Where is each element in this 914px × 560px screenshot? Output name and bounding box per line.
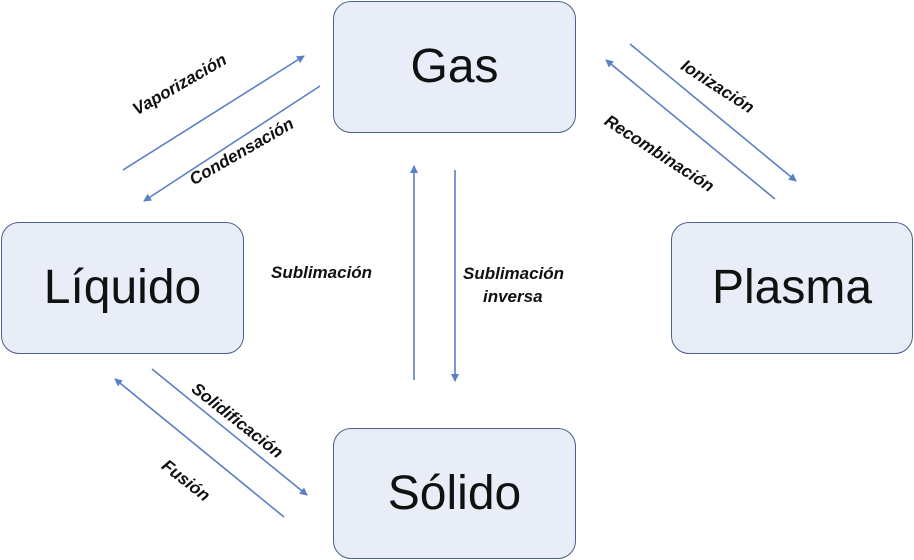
arrow-fusion bbox=[114, 378, 285, 518]
state-box-solido: Sólido bbox=[333, 428, 576, 559]
arrow-solidificacion bbox=[151, 368, 308, 496]
state-label-plasma: Plasma bbox=[711, 261, 873, 314]
arrow-condensacion bbox=[143, 85, 321, 202]
label-sublimacion: Sublimación bbox=[271, 263, 373, 282]
state-box-gas: Gas bbox=[333, 1, 576, 133]
arrow-ionizacion bbox=[629, 43, 797, 182]
state-label-liquido: Líquido bbox=[43, 261, 202, 314]
label-sublimacion-inversa-line2: inversa bbox=[483, 286, 543, 306]
arrow-recombinacion bbox=[605, 59, 776, 200]
label-sublimacion-inversa-line1: Sublimación bbox=[463, 264, 565, 283]
label-sublimacion-inversa: Sublimación inversa bbox=[463, 263, 564, 309]
state-box-plasma: Plasma bbox=[671, 222, 913, 354]
state-box-liquido: Líquido bbox=[1, 222, 244, 354]
state-label-gas: Gas bbox=[410, 40, 499, 93]
arrow-vaporizacion bbox=[122, 55, 305, 171]
state-label-solido: Sólido bbox=[387, 466, 522, 520]
